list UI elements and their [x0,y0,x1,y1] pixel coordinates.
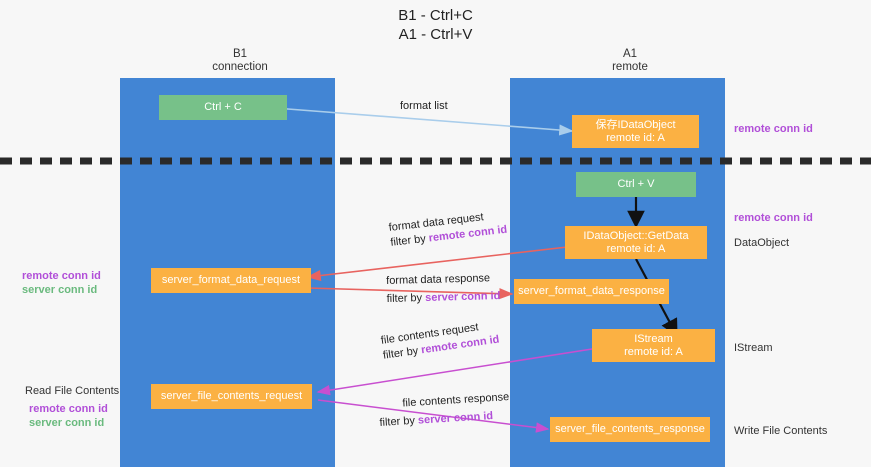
node-istream-line-1: IStream [634,332,673,345]
node-save-idataobject-line-1: 保存IDataObject [595,118,676,131]
node-server-format-data-request[interactable]: server_format_data_request [151,268,311,293]
edge-label-file-contents-response-line-2: filter by server conn id [379,408,511,431]
edge-label-format-data-response-line-2: filter by server conn id [386,289,500,307]
node-ctrl-v[interactable]: Ctrl + V [576,172,696,197]
node-istream-line-2: remote id: A [624,345,683,358]
filter-key-server-conn-id: server conn id [424,290,501,304]
node-idataobject-getdata-line-1: IDataObject::GetData [583,229,689,242]
column-header-a1-name: A1 [622,48,638,60]
filter-prefix: filter by [379,414,419,429]
edge-label-format-data-request: format data request filter by remote con… [388,208,508,251]
edge-label-file-contents-request: file contents request filter by remote c… [380,318,500,364]
annotation-write-file-contents: Write File Contents [734,425,828,437]
edge-label-file-contents-response: file contents response filter by server … [378,390,511,431]
node-server-format-data-request-label: server_format_data_request [161,274,301,286]
column-header-b1-name: B1 [232,48,248,60]
filter-prefix: filter by [389,232,430,249]
annotation-read-file-contents: Read File Contents [25,385,120,397]
filter-prefix: filter by [386,291,426,305]
annotation-left-remote-conn-id-low: remote conn id [29,403,108,415]
annotation-left-remote-conn-id-mid: remote conn id [22,270,101,282]
edge-label-format-list-text: format list [400,100,448,112]
page-title: B1 - Ctrl+C A1 - Ctrl+V [0,6,871,44]
edge-label-format-data-response-line-1: format data response [386,272,491,287]
node-server-format-data-response-label: server_format_data_response [518,285,665,297]
column-header-a1-role: remote [612,61,648,73]
edge-label-format-data-response: format data response filter by server co… [386,271,501,307]
filter-prefix: filter by [382,344,423,362]
node-idataobject-getdata[interactable]: IDataObject::GetData remote id: A [565,226,707,259]
node-save-idataobject-line-2: remote id: A [606,131,665,144]
node-save-idataobject[interactable]: 保存IDataObject remote id: A [572,115,699,148]
annotation-left-server-conn-id-mid: server conn id [22,284,98,296]
node-server-file-contents-request-label: server_file_contents_request [160,390,303,402]
annotation-istream: IStream [734,342,773,354]
filter-key-server-conn-id: server conn id [417,410,494,427]
page-title-line-1: B1 - Ctrl+C [398,7,473,24]
node-istream[interactable]: IStream remote id: A [592,329,715,362]
annotation-left-server-conn-id-low: server conn id [29,417,105,429]
node-idataobject-getdata-line-2: remote id: A [606,242,666,255]
node-server-format-data-response[interactable]: server_format_data_response [514,279,669,304]
node-ctrl-c[interactable]: Ctrl + C [159,95,287,120]
node-server-file-contents-response[interactable]: server_file_contents_response [550,417,710,442]
column-header-b1-role: connection [212,61,268,73]
node-server-file-contents-response-label: server_file_contents_response [555,423,705,435]
node-ctrl-v-label: Ctrl + V [617,178,655,190]
edge-label-format-list: format list [400,99,448,114]
node-ctrl-c-label: Ctrl + C [204,101,242,113]
page-title-line-2: A1 - Ctrl+V [398,26,473,43]
annotation-dataobject: DataObject [734,237,790,249]
node-server-file-contents-request[interactable]: server_file_contents_request [151,384,312,409]
annotation-right-remote-conn-id-mid: remote conn id [734,212,813,224]
annotation-right-remote-conn-id-top: remote conn id [734,123,813,135]
column-header-a1: A1 remote [540,48,720,74]
column-header-b1: B1 connection [150,48,330,74]
